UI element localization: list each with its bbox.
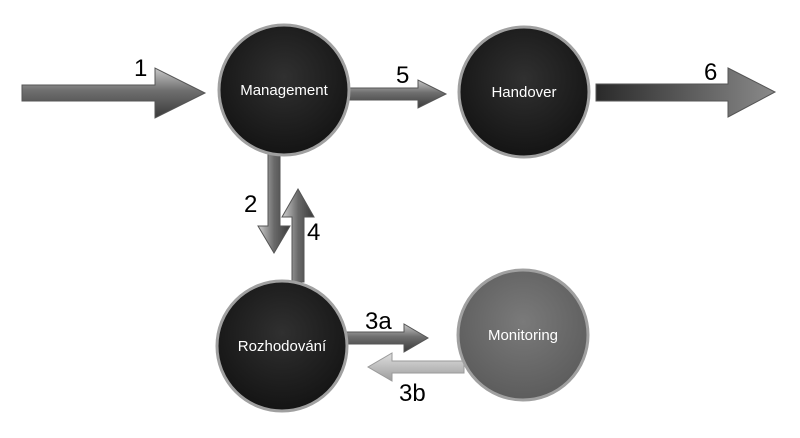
arrow-3a: 3a xyxy=(341,308,429,353)
node-label-rozhodovani: Rozhodování xyxy=(238,338,327,355)
edge-label-6: 6 xyxy=(704,59,717,86)
node-handover: Handover xyxy=(457,25,591,159)
arrow-3b: 3b xyxy=(367,352,465,407)
edge-label-5: 5 xyxy=(396,62,409,89)
node-management: Management xyxy=(217,23,351,157)
edge-label-2: 2 xyxy=(244,191,257,218)
node-label-management: Management xyxy=(240,82,328,99)
edge-label-3a: 3a xyxy=(365,308,392,335)
arrow-6: 6 xyxy=(595,59,777,118)
arrow-2: 2 xyxy=(244,149,291,254)
node-monitoring: Monitoring xyxy=(456,268,590,402)
arrow-4: 4 xyxy=(281,187,320,283)
node-rozhodovani: Rozhodování xyxy=(215,279,349,413)
node-label-handover: Handover xyxy=(491,84,556,101)
arrow-1: 1 xyxy=(21,55,207,119)
edge-label-1: 1 xyxy=(134,55,147,82)
arrow-5: 5 xyxy=(344,62,448,109)
node-label-monitoring: Monitoring xyxy=(488,327,558,344)
edge-label-4: 4 xyxy=(307,219,320,246)
edge-label-3b: 3b xyxy=(399,380,426,407)
